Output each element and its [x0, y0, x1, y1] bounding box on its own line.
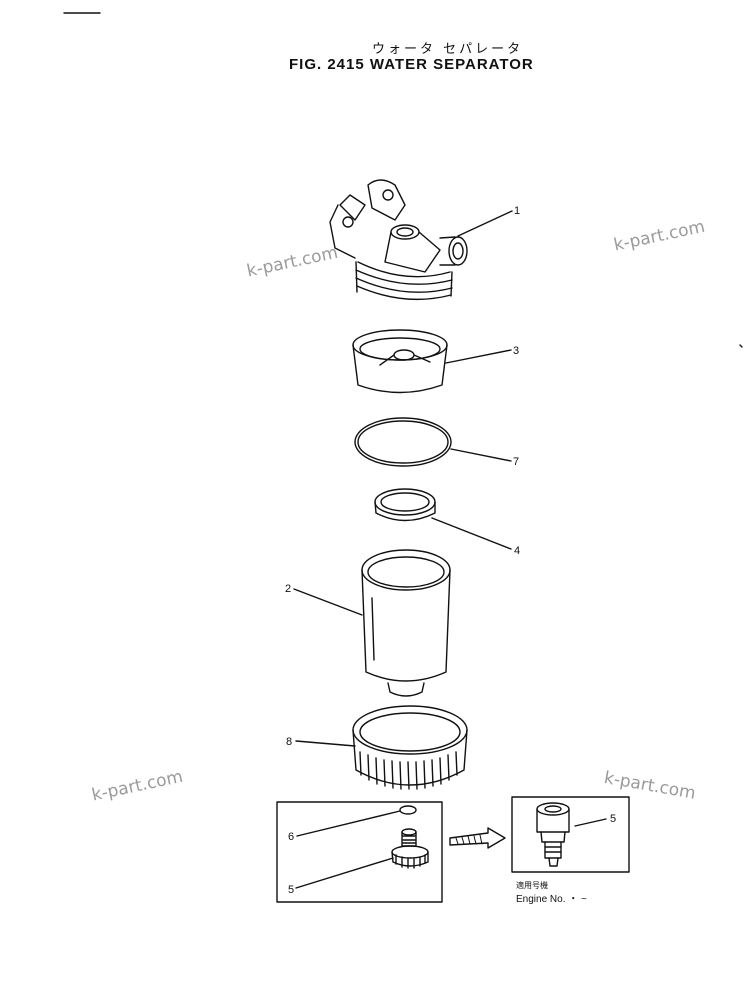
callout-8: 8 [286, 736, 292, 748]
callout-7: 7 [513, 456, 519, 468]
leader-line-5b [574, 818, 607, 827]
callout-4: 4 [514, 545, 520, 557]
cup-part-3 [352, 329, 448, 394]
inset-box-drain [276, 801, 443, 903]
o-ring-part-6 [399, 805, 417, 815]
scan-mark [739, 344, 743, 348]
leader-line-6 [296, 810, 401, 837]
drain-cock-part-5 [536, 802, 570, 867]
engine-applicability-jp: 適用号機 [516, 881, 548, 890]
filter-element-part-2 [361, 549, 451, 697]
drain-plug-part-5 [391, 828, 429, 869]
arrow-to-inset [449, 827, 506, 849]
seal-ring-part-4 [374, 488, 436, 522]
engine-number-label: Engine No. ・ ~ [516, 894, 587, 905]
figure-title: FIG. 2415 WATER SEPARATOR [289, 56, 534, 73]
leader-line-2 [293, 588, 363, 616]
callout-6: 6 [288, 831, 294, 843]
inset-box-drain-cock [511, 796, 630, 873]
figure-title-japanese: ウォータ セパレータ [372, 42, 524, 57]
callout-3: 3 [513, 345, 519, 357]
retaining-ring-part-8 [352, 705, 468, 790]
leader-line-1 [457, 210, 513, 237]
callout-1: 1 [514, 205, 520, 217]
leader-line-3 [445, 349, 512, 364]
leader-line-7 [450, 448, 512, 462]
separator-head-part-1 [329, 179, 468, 301]
leader-line-8 [295, 740, 356, 747]
callout-2: 2 [285, 583, 291, 595]
leader-line-4 [431, 517, 512, 550]
callout-5: 5 [610, 813, 616, 825]
o-ring-part-7 [354, 417, 452, 467]
leader-line-5a [295, 857, 394, 889]
callout-5: 5 [288, 884, 294, 896]
